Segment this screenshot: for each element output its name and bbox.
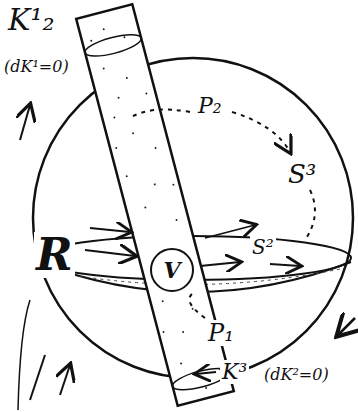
condition-note: (dK¹=0): [2, 58, 71, 76]
region-label: R: [34, 232, 75, 278]
sphere-label: S³: [286, 160, 318, 188]
plane-label: P₁: [206, 320, 236, 346]
sphere-label: S²: [250, 236, 276, 258]
volume-label: V: [163, 259, 180, 281]
plane-label: P₂: [196, 94, 224, 118]
volume-circle: V: [150, 248, 194, 292]
space-symbol: K¹₂: [6, 4, 56, 36]
condition-note: (dK²=0): [262, 366, 331, 384]
space-symbol: K³: [220, 360, 249, 384]
